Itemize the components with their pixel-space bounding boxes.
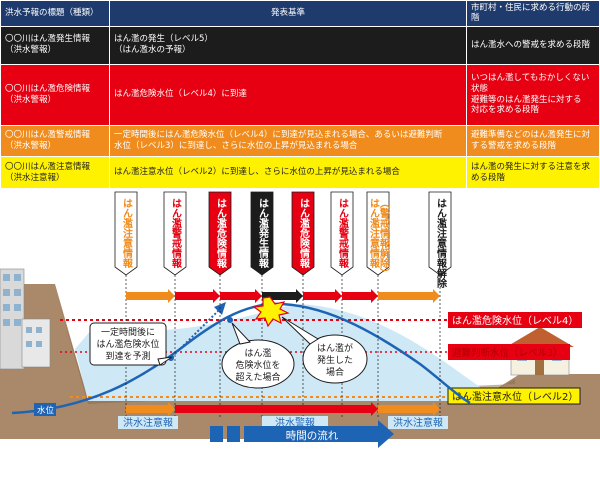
row-title: 〇〇川はん濫警戒情報 （洪水警報） xyxy=(0,124,110,158)
info-flag-label: はん濫危険情報 xyxy=(215,198,227,269)
info-flags: はん濫注意情報 はん濫警戒情報 はん濫危険情報 はん濫発生情報 はん濫危険情報 はん濫警戒… xyxy=(114,191,452,419)
callout-exceeded: はん濫 危険水位を 超えた場合 xyxy=(221,322,295,389)
level4-label: はん濫危険水位（レベル4） xyxy=(452,314,578,327)
callout-occurred-line3: 場合 xyxy=(326,366,344,378)
callout-exceeded-line3: 超えた場合 xyxy=(235,371,280,383)
bottom-band-box xyxy=(262,416,328,429)
row-action: いつはん濫してもおかしくない 状態 避難等のはん濫発生に対する 対応を求める段階 xyxy=(466,63,600,126)
info-flag-label: はん濫注意情報解除 xyxy=(435,198,447,289)
info-flag: はん濫危険情報 xyxy=(208,191,232,419)
level2-label-box xyxy=(447,387,581,405)
callout-predict-line1: 一定時間後に xyxy=(101,326,155,338)
callout-exceeded-line1: はん濫 xyxy=(244,347,271,359)
info-flag-label: はん濫発生情報 xyxy=(257,198,270,269)
info-flag-label: はん濫警戒情報 xyxy=(170,198,183,269)
row-criteria: 一定時間後にはん濫危険水位（レベル4）に到達が見込まれる場合、あるいは避難判断 … xyxy=(109,124,467,158)
row-title: 〇〇川はん濫発生情報 （洪水警報） xyxy=(0,25,110,65)
water-level-curve xyxy=(11,302,471,415)
flood-forecast-table: 洪水予報の標題（種類） 発表基準 市町村・住民に求める行動の段階 〇〇川はん濫発… xyxy=(0,0,600,189)
header-title: 洪水予報の標題（種類） xyxy=(0,0,110,27)
level3-label: 避難判断水位（レベル3） xyxy=(452,347,563,359)
row-criteria: はん濫の発生（レベル5） （はん濫水の予報） xyxy=(109,25,467,65)
level3-label-box xyxy=(448,344,570,360)
info-flag-label: はん濫注意情報 xyxy=(121,198,133,269)
info-flag: はん濫発生情報 xyxy=(250,191,274,419)
timeline-arrow xyxy=(378,289,440,303)
table-row: 〇〇川はん濫発生情報 （洪水警報） はん濫の発生（レベル5） （はん濫水の予報）… xyxy=(0,25,600,65)
curve-point-exceeded xyxy=(227,317,233,323)
table-row: 〇〇川はん濫危険情報 （洪水警報） はん濫危険水位（レベル4）に到達 いつはん濫… xyxy=(0,63,600,126)
header-action: 市町村・住民に求める行動の段階 xyxy=(466,0,600,27)
time-flow-arrow: 時間の流れ xyxy=(210,420,394,448)
callout-occurred-line1: はん濫が xyxy=(317,342,353,354)
bottom-band-arrow xyxy=(126,402,175,416)
info-flag: はん濫警戒情報 xyxy=(330,191,354,419)
callout-predict-line3: 到達を予測 xyxy=(105,350,150,362)
timeline-arrow xyxy=(220,289,262,303)
water-label-box xyxy=(34,403,56,416)
bottom-band-label: 洪水注意報 xyxy=(123,416,173,429)
bottom-band-arrow xyxy=(378,402,440,416)
callout-occurred-line2: 発生した xyxy=(317,354,353,366)
row-title: 〇〇川はん濫危険情報 （洪水警報） xyxy=(0,63,110,126)
info-flag: はん濫注意情報解除 xyxy=(428,191,452,419)
row-criteria: はん濫注意水位（レベル2）に到達し、さらに水位の上昇が見込まれる場合 xyxy=(109,156,467,189)
info-flag-label: はん濫危険情報 xyxy=(298,198,310,269)
flood-level-diagram: はん濫危険水位（レベル4） 避難判断水位（レベル3） はん濫注意水位（レベル2）… xyxy=(0,189,600,478)
level2-label: はん濫注意水位（レベル2） xyxy=(452,390,578,403)
left-building xyxy=(0,268,51,370)
bottom-band-box xyxy=(388,416,448,429)
info-flag: はん濫警戒情報 xyxy=(163,191,187,419)
info-flag-label: はん濫警戒情報 xyxy=(337,198,350,269)
info-flag-label: （警戒情報解除） xyxy=(378,198,391,278)
callout-exceeded-line2: 危険水位を xyxy=(235,359,280,371)
timeline-arrow xyxy=(126,289,175,303)
info-flag: （警戒情報解除）はん濫注意情報 xyxy=(366,191,391,419)
bottom-band-box xyxy=(118,416,178,429)
callout-predict: 一定時間後に はん濫危険水位 到達を予測 xyxy=(89,322,173,366)
overflow-burst xyxy=(252,296,290,328)
timeline-arrow xyxy=(175,289,220,303)
row-criteria: はん濫危険水位（レベル4）に到達 xyxy=(109,63,467,126)
row-action: はん濫水への警戒を求める段階 xyxy=(466,25,600,65)
table-row: 〇〇川はん濫注意情報 （洪水注意報） はん濫注意水位（レベル2）に到達し、さらに… xyxy=(0,156,600,189)
bottom-band-label: 洪水注意報 xyxy=(393,416,443,429)
table-row: 〇〇川はん濫警戒情報 （洪水警報） 一定時間後にはん濫危険水位（レベル4）に到達… xyxy=(0,124,600,158)
bottom-band-label: 洪水警報 xyxy=(275,416,315,429)
header-criteria: 発表基準 xyxy=(109,0,467,27)
level4-label-box xyxy=(448,312,582,328)
info-flag-label: はん濫注意情報 xyxy=(368,198,380,269)
timeline-arrow xyxy=(303,289,342,303)
info-flag: はん濫注意情報 xyxy=(114,191,138,419)
callout-occurred: はん濫が 発生した 場合 xyxy=(281,316,368,384)
water-label: 水位 xyxy=(37,405,55,416)
callout-predict-line2: はん濫危険水位 xyxy=(96,338,159,350)
row-action: 避難準備などのはん濫発生に対 する警戒を求める段階 xyxy=(466,124,600,158)
row-title: 〇〇川はん濫注意情報 （洪水注意報） xyxy=(0,156,110,189)
bottom-forecast-bands: 洪水注意報 洪水警報 洪水注意報 xyxy=(118,402,448,429)
time-flow-label: 時間の流れ xyxy=(286,429,339,442)
row-action: はん濫の発生に対する注意を求 める段階 xyxy=(466,156,600,189)
bottom-band-arrow xyxy=(175,402,378,416)
timeline-arrow xyxy=(342,289,378,303)
